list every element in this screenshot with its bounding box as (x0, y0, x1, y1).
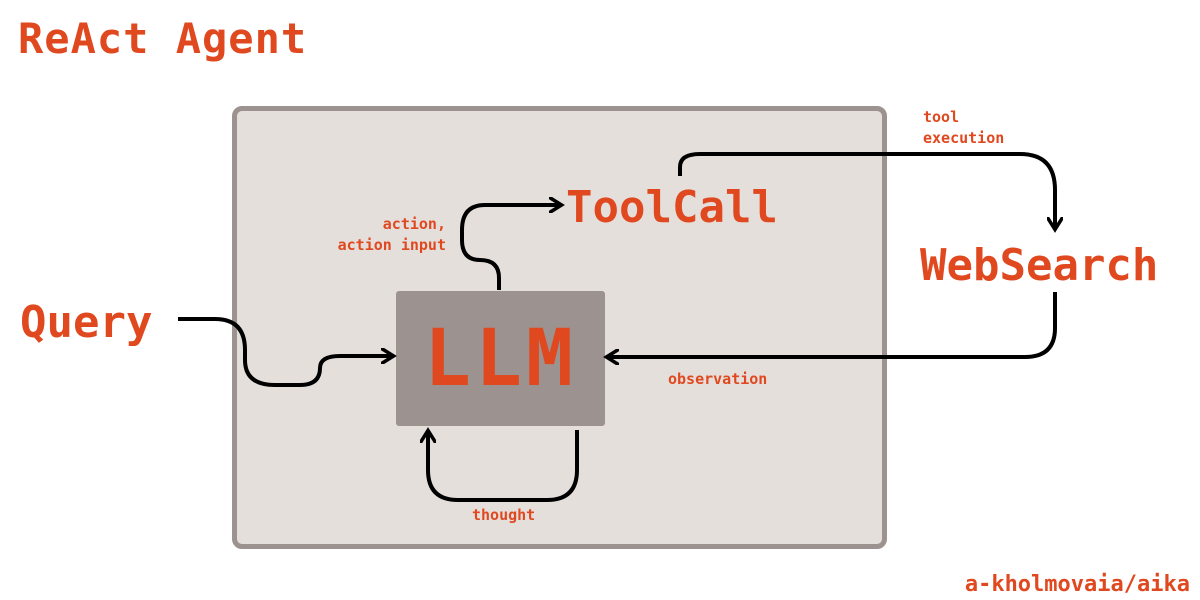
action-edge-label: action, action input (338, 214, 446, 256)
arrow-thought-loop (428, 430, 579, 502)
websearch-node: WebSearch (920, 240, 1159, 291)
observation-edge-label: observation (668, 370, 768, 388)
llm-node-label: LLM (424, 313, 577, 404)
author-credit: a-kholmovaia/aika (964, 572, 1190, 597)
llm-node-box (396, 291, 605, 426)
arrow-llm-to-toolcall (460, 205, 560, 290)
tool-label-line1: tool (923, 108, 960, 126)
diagram-title: ReAct Agent (18, 14, 308, 63)
arrow-toolcall-to-websearch (678, 152, 1055, 228)
action-label-line1: action, (382, 215, 446, 233)
action-label-line2: action input (337, 236, 446, 254)
query-node: Query (20, 297, 153, 348)
toolcall-node: ToolCall (566, 182, 778, 233)
arrow-websearch-to-llm (608, 292, 1057, 357)
tool-label-line2: execution (923, 129, 1005, 147)
thought-edge-label: thought (472, 506, 536, 524)
tool-execution-edge-label: tool execution (923, 107, 1004, 149)
arrow-query-to-llm (178, 317, 392, 387)
